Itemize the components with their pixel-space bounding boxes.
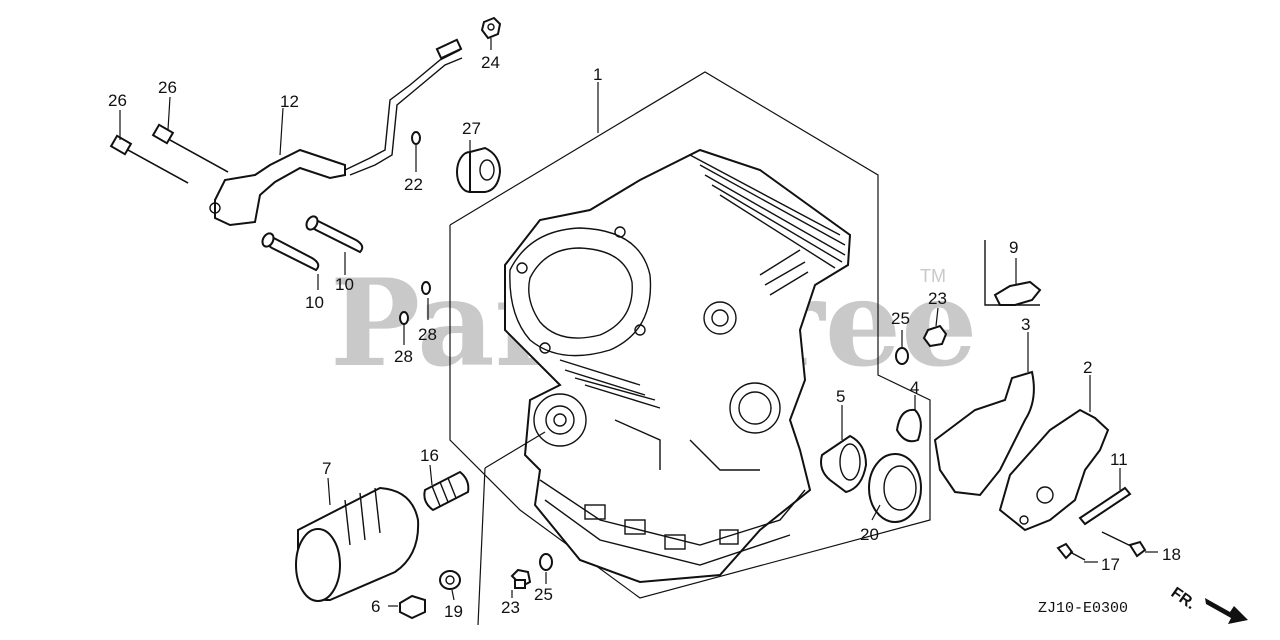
callout-1: 1 <box>593 65 602 84</box>
callout-23-lower: 23 <box>501 598 520 617</box>
callout-25-right: 25 <box>891 309 910 328</box>
washer-part-25-lower[interactable] <box>539 553 553 571</box>
callout-20: 20 <box>860 525 879 544</box>
oil-seal-part-20[interactable] <box>868 453 922 523</box>
tube-part-11[interactable] <box>1078 486 1132 526</box>
bolt-part-26-a[interactable] <box>109 134 189 184</box>
diagram-code: ZJ10-E0300 <box>1038 600 1128 617</box>
callout-28-b: 28 <box>394 347 413 366</box>
callout-4: 4 <box>910 378 919 397</box>
breather-tube-part-12[interactable] <box>209 38 463 227</box>
washer-part-25-right[interactable] <box>895 347 909 365</box>
callout-26-a: 26 <box>108 91 127 110</box>
callout-16: 16 <box>420 446 439 465</box>
callout-labels: 1 2 3 4 5 6 7 9 10 10 11 12 16 17 18 19 … <box>108 53 1181 621</box>
callout-6: 6 <box>371 597 380 616</box>
bolt-part-18[interactable] <box>1101 531 1147 558</box>
plug-part-4[interactable] <box>895 408 922 443</box>
callout-7: 7 <box>322 459 331 478</box>
callout-2: 2 <box>1083 358 1092 377</box>
front-direction-marker: FR. <box>1168 584 1248 624</box>
callout-9: 9 <box>1009 238 1018 257</box>
callout-17: 17 <box>1101 555 1120 574</box>
callout-19: 19 <box>444 602 463 621</box>
callout-22: 22 <box>404 175 423 194</box>
washer-part-22[interactable] <box>411 131 421 145</box>
crankcase-part-1[interactable] <box>504 148 852 584</box>
front-label: FR. <box>1168 584 1199 613</box>
callout-3: 3 <box>1021 315 1030 334</box>
washer-part-28-b[interactable] <box>399 311 409 325</box>
callout-11: 11 <box>1110 450 1128 469</box>
callout-24: 24 <box>481 53 500 72</box>
cover-part-2[interactable] <box>998 408 1110 532</box>
callout-26-b: 26 <box>158 78 177 97</box>
gasket-part-3[interactable] <box>933 370 1035 497</box>
watermark-tm: TM <box>920 266 946 286</box>
dowel-pin-part-10-b[interactable] <box>304 214 364 254</box>
dowel-pin-part-10-a[interactable] <box>260 231 320 272</box>
drain-plug-part-6[interactable] <box>399 594 426 620</box>
washer-part-19[interactable] <box>439 570 461 590</box>
callout-10-b: 10 <box>335 275 354 294</box>
callout-28-a: 28 <box>418 325 437 344</box>
front-arrow-icon <box>1205 598 1248 624</box>
callout-27: 27 <box>462 119 481 138</box>
callout-12: 12 <box>280 92 299 111</box>
callout-18: 18 <box>1162 545 1181 564</box>
callout-23-right: 23 <box>928 289 947 308</box>
bearing-part-27[interactable] <box>456 146 502 193</box>
oil-filter-part-7[interactable] <box>295 486 420 602</box>
leader-lines <box>119 38 1158 626</box>
bushing-part-5[interactable] <box>820 434 868 494</box>
callout-5: 5 <box>836 387 845 406</box>
bolt-part-17[interactable] <box>1056 542 1086 561</box>
bolt-part-23-right[interactable] <box>922 324 948 348</box>
callout-25-lower: 25 <box>534 585 553 604</box>
bolt-part-26-b[interactable] <box>151 123 229 173</box>
sensor-part-9[interactable] <box>984 240 1042 306</box>
bolt-part-23-lower[interactable] <box>510 568 532 589</box>
nut-part-24[interactable] <box>480 16 502 40</box>
callout-10-a: 10 <box>305 293 324 312</box>
nipple-part-16[interactable] <box>423 470 470 512</box>
washer-part-28-a[interactable] <box>421 281 431 295</box>
